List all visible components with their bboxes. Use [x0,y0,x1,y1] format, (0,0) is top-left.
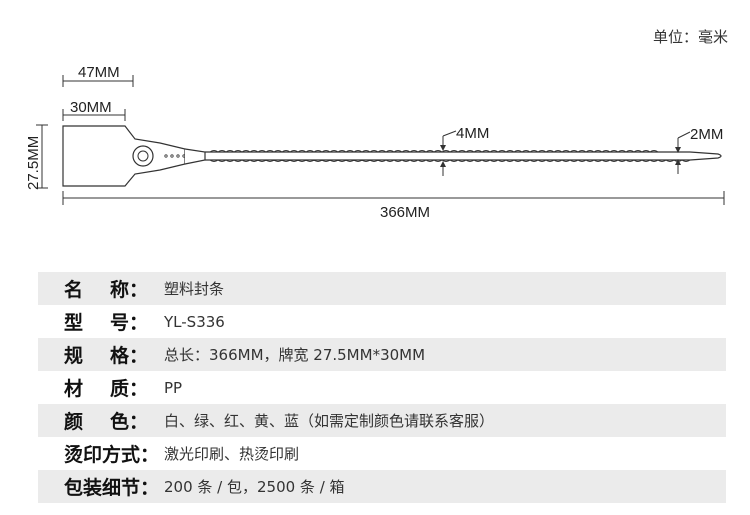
locking-ring-inner [137,150,149,162]
dim-275-text: 27.5MM [25,136,42,190]
dim-47-text: 47MM [78,64,120,81]
spec-label: 规格： [64,345,148,367]
spec-row: 烫印方式： 激光印刷、热烫印刷 [38,437,726,470]
seal-diagram: 47MM 30MM 27.5MM 4MM 2MM 366MM [25,64,725,221]
dim-30-text: 30MM [70,99,112,116]
spec-label: 材质： [64,378,148,400]
spec-row: 规格： 总长：366MM，牌宽 27.5MM*30MM [38,338,726,371]
spec-label: 颜色： [64,411,148,433]
seal-strap [205,150,691,162]
spec-row: 型号： YL-S336 [38,305,726,338]
spec-value: 200 条 / 包，2500 条 / 箱 [164,478,345,496]
dim-4-text: 4MM [456,125,489,142]
spec-label: 包装细节： [64,477,160,499]
spec-value: 总长：366MM，牌宽 27.5MM*30MM [164,346,426,364]
seal-neck [184,148,206,165]
spec-table: 名称： 塑料封条 型号： YL-S336 规格： 总长：366MM，牌宽 27.… [38,272,726,503]
spec-value: 塑料封条 [164,280,225,298]
spec-value: PP [164,378,183,397]
dim-2-text: 2MM [690,126,723,143]
seal-tip [689,151,722,161]
spec-value: YL-S336 [164,312,225,331]
spec-value: 激光印刷、热烫印刷 [164,445,300,463]
spec-row: 材质： PP [38,371,726,404]
spec-label: 型号： [64,312,148,334]
spec-row: 名称： 塑料封条 [38,272,726,305]
spec-label: 名称： [64,279,148,301]
seal-tag [62,125,186,187]
spec-value: 白、绿、红、黄、蓝（如需定制颜色请联系客服） [164,412,495,430]
spec-row: 包装细节： 200 条 / 包，2500 条 / 箱 [38,470,726,503]
spec-label: 烫印方式： [64,444,160,466]
unit-label: 单位：毫米 [652,28,728,46]
spec-row: 颜色： 白、绿、红、黄、蓝（如需定制颜色请联系客服） [38,404,726,437]
dim-366-text: 366MM [380,204,430,221]
